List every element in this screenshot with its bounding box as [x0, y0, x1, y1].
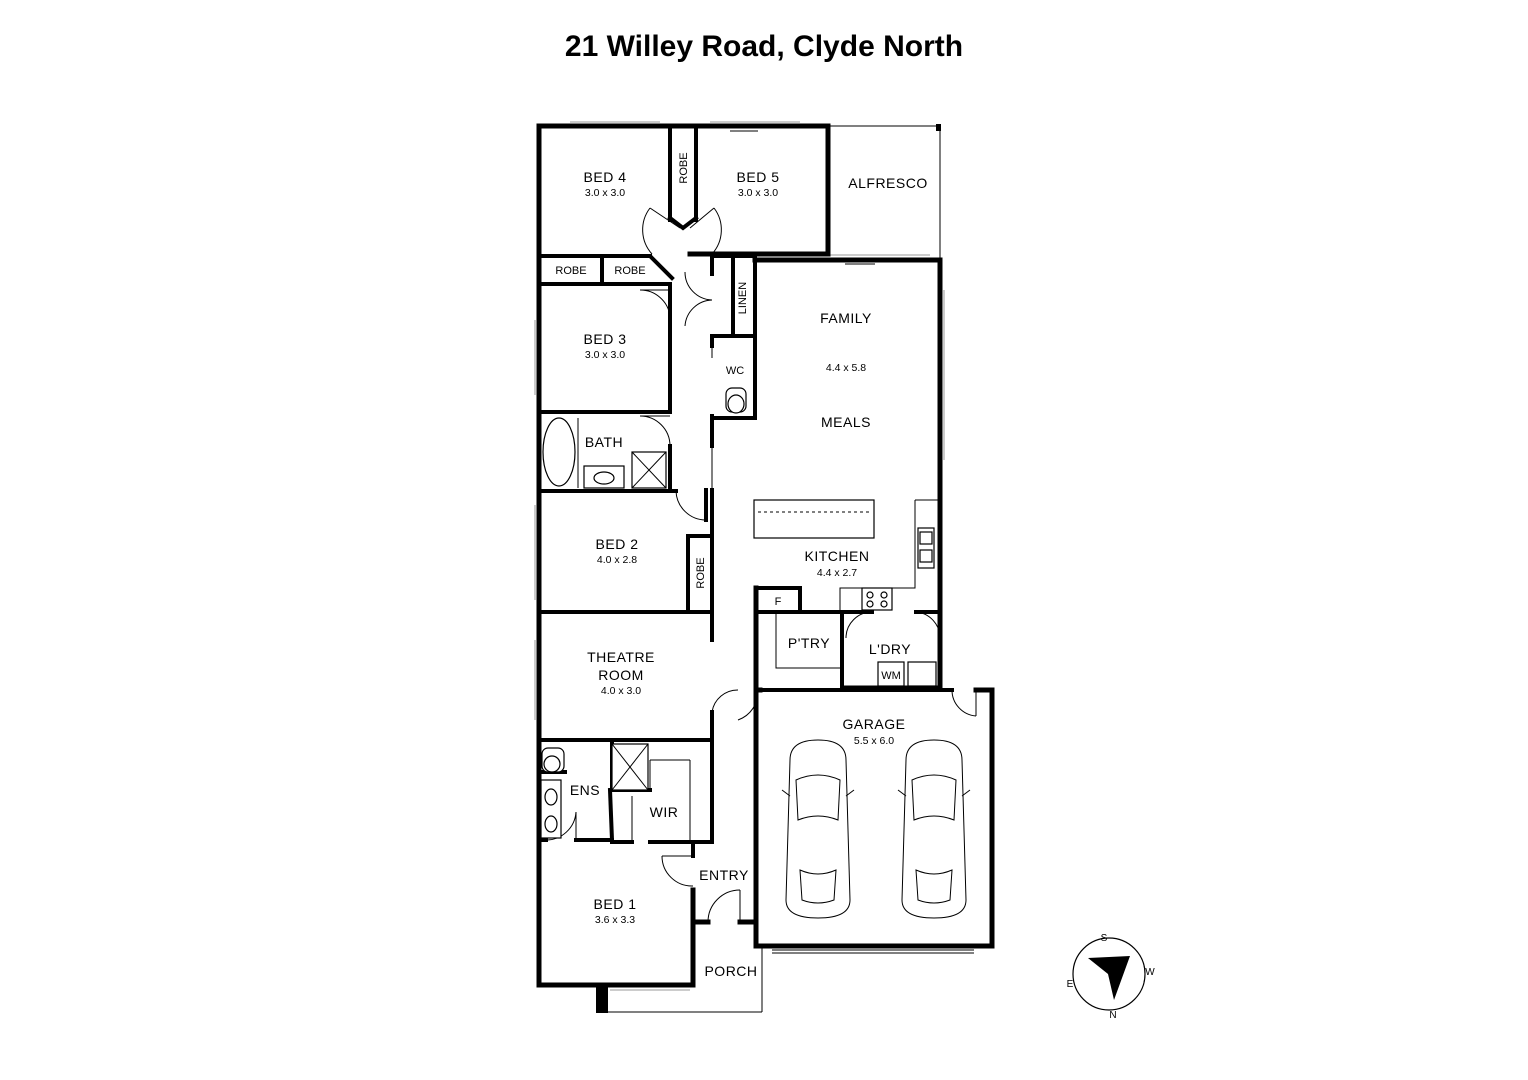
bed1-dims: 3.6 x 3.3 — [595, 914, 635, 926]
bed1-label: BED 1 — [594, 896, 637, 912]
wm-label: WM — [881, 670, 901, 682]
robe-mid-label: ROBE — [614, 265, 645, 277]
pantry-label: P'TRY — [788, 635, 830, 651]
bed3-label: BED 3 — [584, 331, 627, 347]
garage-dims: 5.5 x 6.0 — [854, 735, 894, 747]
kitchen-dims: 4.4 x 2.7 — [817, 567, 857, 579]
room-labels: BED 4 3.0 x 3.0 BED 5 3.0 x 3.0 ALFRESCO… — [555, 152, 927, 979]
compass-s: S — [1101, 933, 1108, 944]
page-title: 21 Willey Road, Clyde North — [564, 30, 964, 63]
kitchen-label: KITCHEN — [805, 548, 870, 564]
bed2-label: BED 2 — [596, 536, 639, 552]
car-left — [781, 739, 855, 919]
robe-bed2-label: ROBE — [695, 557, 707, 588]
compass-n: N — [1109, 1010, 1116, 1021]
ens-label: ENS — [570, 782, 600, 798]
bed5-label: BED 5 — [737, 169, 780, 185]
linen-label: LINEN — [737, 282, 749, 314]
robe-left-label: ROBE — [555, 265, 586, 277]
family-label: FAMILY — [820, 310, 872, 326]
door-swings — [545, 130, 977, 923]
garage-label: GARAGE — [843, 716, 906, 732]
family-dims: 4.4 x 5.8 — [826, 362, 866, 374]
alfresco-label: ALFRESCO — [848, 175, 927, 191]
theatre-dims: 4.0 x 3.0 — [601, 685, 641, 697]
meals-label: MEALS — [821, 414, 871, 430]
bed5-dims: 3.0 x 3.0 — [738, 187, 778, 199]
fixtures — [540, 387, 974, 954]
bed4-dims: 3.0 x 3.0 — [585, 187, 625, 199]
compass-w: W — [1145, 967, 1155, 978]
robe-bed5-label: ROBE — [678, 152, 690, 183]
bed2-dims: 4.0 x 2.8 — [597, 554, 637, 566]
bed3-dims: 3.0 x 3.0 — [585, 349, 625, 361]
bath-label: BATH — [585, 434, 623, 450]
porch-label: PORCH — [704, 963, 757, 979]
wir-label: WIR — [650, 804, 679, 820]
wc-label: WC — [726, 365, 744, 377]
compass-icon: S W E N — [1067, 933, 1156, 1021]
laundry-label: L'DRY — [869, 641, 911, 657]
interior-walls — [537, 124, 954, 858]
car-right — [897, 739, 971, 919]
compass-e: E — [1067, 979, 1074, 990]
bed4-label: BED 4 — [584, 169, 627, 185]
fridge-label: F — [775, 596, 782, 608]
entry-label: ENTRY — [699, 867, 749, 883]
theatre-label-1: THEATRE — [587, 649, 655, 665]
windows — [534, 121, 945, 991]
theatre-label-2: ROOM — [598, 667, 644, 683]
